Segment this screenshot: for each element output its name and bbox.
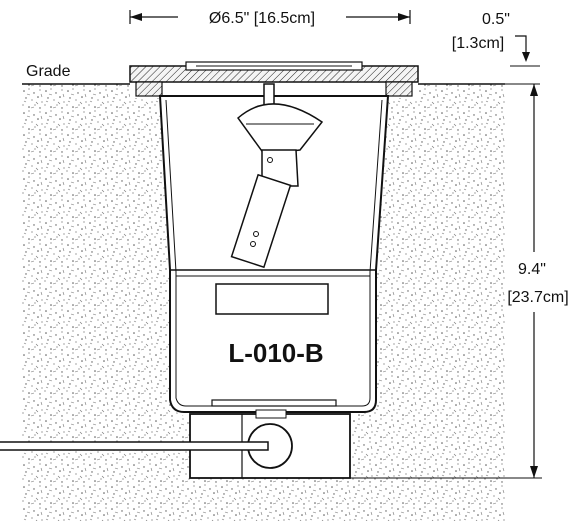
diameter-arrow-left [130,13,142,21]
diameter-label: Ø6.5" [16.5cm] [209,10,315,27]
driver-box [215,283,329,315]
reflector [236,103,324,155]
housing-body [158,95,390,413]
diameter-arrow-right [398,13,410,21]
flange-thickness-cm: [1.3cm] [452,35,504,52]
pivot-screw [267,157,273,163]
arm-screw-2 [250,241,256,247]
height-arrow-top [530,84,538,96]
arm-screw-1 [253,231,259,237]
bottom-plate [211,399,337,407]
height-label-cm: [23.7cm] [507,289,568,306]
lamp-arm [230,173,292,269]
supply-cable [0,441,269,451]
grade-label: Grade [26,63,71,80]
flange-bracket [515,35,527,52]
model-label: L-010-B [228,338,323,368]
flange-arrow [522,52,530,62]
flange-thickness-inches: 0.5" [482,11,510,28]
soil-body [22,84,505,521]
height-label-inches: 9.4" [518,261,546,278]
junction-cover [255,409,287,419]
lamp-assembly [230,83,324,269]
height-arrow-bottom [530,466,538,478]
housing-collar-left [135,81,163,97]
housing-collar-right [385,81,413,97]
